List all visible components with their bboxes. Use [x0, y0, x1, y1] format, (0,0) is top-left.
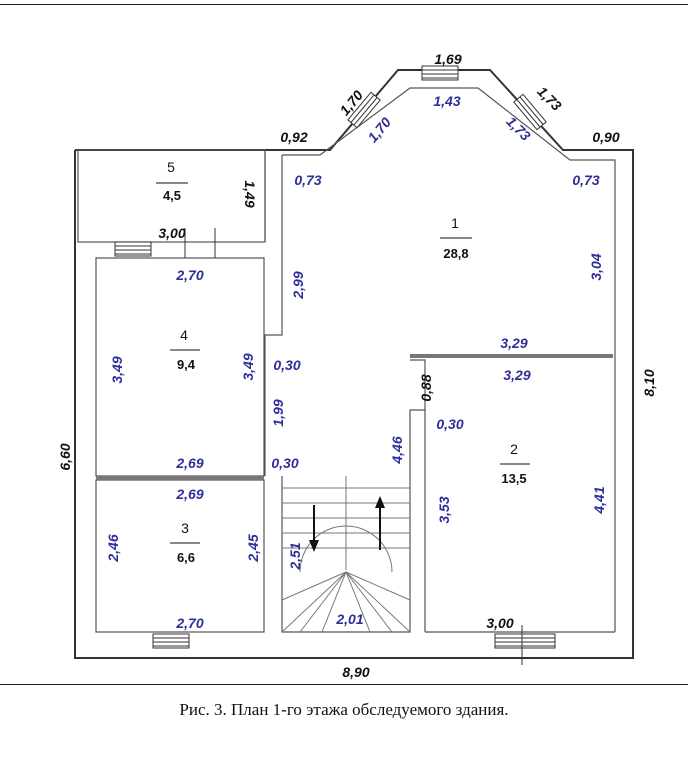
dim-2-70-top: 2,70	[175, 267, 203, 283]
dim-0-92: 0,92	[280, 129, 307, 145]
dim-4-41: 4,41	[591, 486, 607, 514]
window-room-4	[114, 228, 216, 258]
window-top-right	[513, 93, 547, 131]
room-5-area: 4,5	[163, 188, 181, 203]
room-3-walls	[95, 476, 265, 633]
room-4-area: 9,4	[177, 357, 196, 372]
dim-4-46: 4,46	[389, 436, 405, 464]
window-top-left	[347, 91, 381, 129]
window-top	[421, 65, 459, 81]
room-4-number: 4	[180, 327, 188, 343]
dim-1-73-outer: 1,73	[534, 83, 565, 114]
dim-3-00-top: 3,00	[158, 225, 185, 241]
dim-3-53: 3,53	[436, 496, 452, 523]
dim-1-43: 1,43	[433, 93, 460, 109]
top-frame-line	[0, 4, 688, 5]
dim-8-90: 8,90	[342, 664, 369, 680]
bottom-frame-line	[0, 684, 688, 685]
room-2-area: 13,5	[501, 471, 526, 486]
central-partitions	[264, 155, 615, 633]
dim-3-00-bottom: 3,00	[486, 615, 513, 631]
dim-3-49-left: 3,49	[109, 356, 125, 383]
dim-3-29-upper: 3,29	[500, 335, 527, 351]
room-labels: 5 4,5 1 28,8 4 9,4 2 13,5 3 6,6	[156, 159, 530, 565]
dim-1-49: 1,49	[242, 180, 258, 207]
room-3-area: 6,6	[177, 550, 195, 565]
dim-2-51: 2,51	[287, 542, 303, 570]
inner-wall-outline	[282, 87, 616, 632]
dim-2-70-bottom: 2,70	[175, 615, 203, 631]
dim-3-49-right: 3,49	[240, 353, 256, 380]
room-5-number: 5	[167, 159, 175, 175]
room-2-number: 2	[510, 441, 518, 457]
dim-6-60: 6,60	[57, 443, 73, 470]
dim-0-73-right: 0,73	[572, 172, 599, 188]
dim-2-99: 2,99	[290, 271, 306, 299]
dim-2-45: 2,45	[245, 534, 261, 562]
dim-2-01: 2,01	[335, 611, 363, 627]
dim-0-90: 0,90	[592, 129, 619, 145]
dim-3-04: 3,04	[588, 253, 604, 280]
arrow-up-icon	[375, 496, 385, 550]
window-room-2	[494, 625, 556, 665]
staircase	[281, 476, 411, 633]
room-1-number: 1	[451, 215, 459, 231]
windows	[114, 65, 556, 665]
window-room-3	[152, 633, 190, 649]
outer-walls	[74, 69, 634, 659]
dim-8-10: 8,10	[641, 369, 657, 396]
figure-caption: Рис. 3. План 1-го этажа обследуемого зда…	[179, 700, 509, 719]
dim-2-69-upper: 2,69	[175, 455, 203, 471]
arrow-down-icon	[309, 505, 319, 552]
dim-0-30-a: 0,30	[273, 357, 300, 373]
room-1-area: 28,8	[443, 246, 468, 261]
dim-0-30-b: 0,30	[436, 416, 463, 432]
dim-1-69: 1,69	[434, 51, 461, 67]
dim-0-88: 0,88	[418, 374, 434, 401]
dim-1-99: 1,99	[270, 399, 286, 426]
room-5-walls	[77, 149, 266, 243]
dim-2-46: 2,46	[105, 534, 121, 562]
outer-wall-outline	[74, 69, 634, 659]
dim-2-69-lower: 2,69	[175, 486, 203, 502]
dim-3-29-lower: 3,29	[503, 367, 530, 383]
dim-0-73-left: 0,73	[294, 172, 321, 188]
dim-0-30-c: 0,30	[271, 455, 298, 471]
room-3-number: 3	[181, 520, 189, 536]
